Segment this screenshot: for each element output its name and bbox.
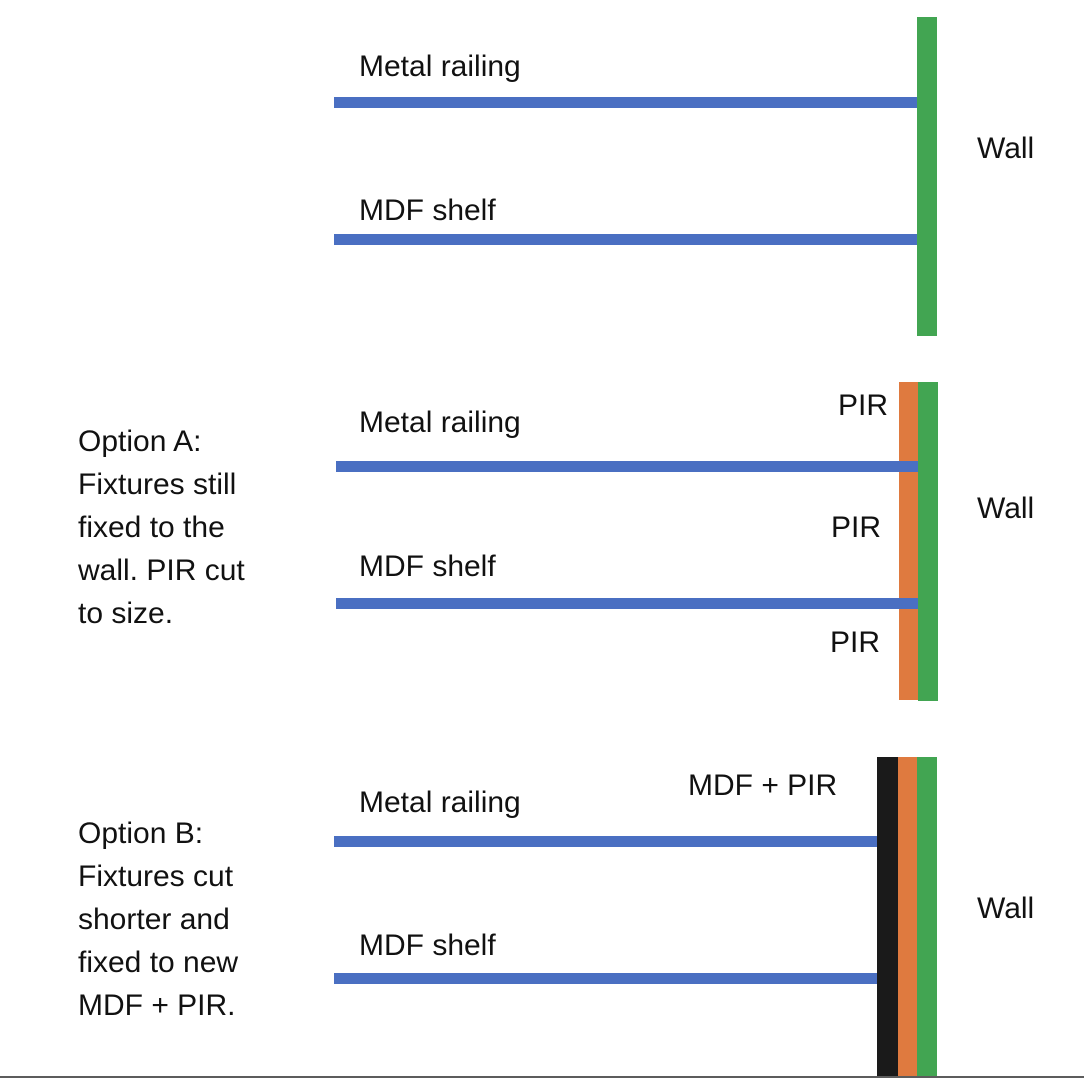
wall-label: Wall [977,492,1035,525]
option-b-description: Option B: Fixtures cut shorter and fixed… [78,817,239,1022]
mdf-shelf [334,234,918,245]
option-a-description: Option A: Fixtures still fixed to the wa… [78,425,245,630]
pir-insulation-segment-bottom [899,609,918,700]
metal-railing [336,461,920,472]
mdf-pir-label: MDF + PIR [688,769,838,802]
wall [918,382,938,701]
pir-insulation-segment-middle [899,472,918,598]
pir-insulation [898,757,917,1076]
mdf-board [877,757,898,1076]
pir-label-middle: PIR [831,511,882,544]
railing-label: Metal railing [359,406,521,439]
railing-label: Metal railing [359,50,521,83]
metal-railing [334,97,918,108]
wall-label: Wall [977,132,1035,165]
railing-label: Metal railing [359,786,521,819]
bottom-divider [0,1076,1084,1078]
metal-railing [334,836,878,847]
shelf-label: MDF shelf [359,929,496,962]
pir-label-top: PIR [838,389,889,422]
wall [917,17,937,336]
mdf-shelf [334,973,878,984]
shelf-label: MDF shelf [359,550,496,583]
wall [917,757,937,1076]
pir-label-bottom: PIR [830,626,881,659]
wall-label: Wall [977,892,1035,925]
shelf-label: MDF shelf [359,194,496,227]
mdf-shelf [336,598,920,609]
pir-insulation-segment-top [899,382,918,461]
